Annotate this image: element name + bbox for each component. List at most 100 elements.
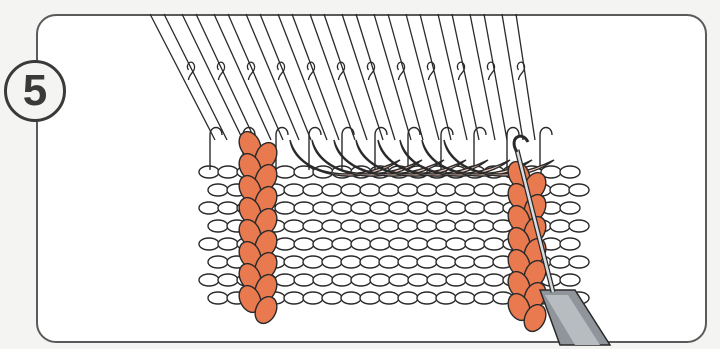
knit-stitch [199,166,219,178]
needle-line [452,14,479,140]
knit-stitch [341,220,361,232]
knit-stitch [484,274,504,286]
knit-stitch [322,256,342,268]
knit-stitch [417,184,437,196]
knit-stitch [284,256,304,268]
knit-stitch [560,238,580,250]
needle-line [214,14,271,140]
knit-stitch [474,184,494,196]
knit-stitch [560,202,580,214]
needle-latch [427,62,434,80]
knit-stitch [218,166,238,178]
knit-stitch [484,202,504,214]
knit-stitch [218,202,238,214]
knit-stitch [398,292,418,304]
knit-stitch [417,220,437,232]
knit-stitch [427,238,447,250]
knit-stitch [351,274,371,286]
machine-needles-icon [150,14,535,140]
knit-stitch [465,202,485,214]
knit-stitch [218,274,238,286]
knit-stitch [569,220,589,232]
needle-line [406,14,439,140]
knit-stitch [474,256,494,268]
knit-stitch [360,220,380,232]
knit-stitch [398,256,418,268]
knit-stitch [379,292,399,304]
knit-stitch [332,238,352,250]
knit-stitch [417,292,437,304]
knit-stitch [474,292,494,304]
needle-line [164,14,227,140]
knit-stitch [303,220,323,232]
knit-stitch [294,166,314,178]
knit-stitch [208,256,228,268]
knit-stitch [550,256,570,268]
needle-latch [217,62,224,80]
knit-stitch [389,238,409,250]
knit-stitch [465,274,485,286]
knit-stitch [379,220,399,232]
needle-line [324,14,367,140]
knit-stitch [398,220,418,232]
knit-stitch [322,292,342,304]
knit-stitch [389,202,409,214]
knit-stitch [560,166,580,178]
needle-latch [517,62,524,80]
knit-stitch [455,256,475,268]
knit-stitch [294,202,314,214]
knit-stitch [360,292,380,304]
knit-stitch [474,220,494,232]
knit-stitch [370,238,390,250]
knit-stitch [284,292,304,304]
needle-line [470,14,495,140]
knit-stitch [332,202,352,214]
knit-stitch [408,202,428,214]
knit-stitch [303,184,323,196]
knit-stitch [427,202,447,214]
needle-latch [367,62,374,80]
knit-stitch [199,274,219,286]
knit-stitch [436,220,456,232]
needle-latch [397,62,404,80]
knit-stitch [275,202,295,214]
knit-stitch [436,256,456,268]
knit-stitch [275,166,295,178]
knit-stitch [303,256,323,268]
knit-stitch [218,238,238,250]
knit-stitch [341,292,361,304]
knit-stitch [199,238,219,250]
knit-stitch [455,220,475,232]
knit-stitch [341,184,361,196]
needle-latch [187,62,194,80]
knit-stitch [455,184,475,196]
needle-line [438,14,467,140]
needle-latch [247,62,254,80]
knit-stitch [465,238,485,250]
knit-stitch [370,274,390,286]
needle-line [420,14,451,140]
knit-stitch [341,256,361,268]
knit-stitch [351,238,371,250]
knit-stitch [569,256,589,268]
knit-stitch [322,184,342,196]
knit-stitch [379,184,399,196]
knit-stitch [351,202,371,214]
knit-stitch [550,220,570,232]
knit-stitch [360,256,380,268]
knit-stitch [560,274,580,286]
knit-stitch [313,274,333,286]
knit-stitch [408,274,428,286]
knit-stitch [436,184,456,196]
needle-latch [457,62,464,80]
needle-line [228,14,283,140]
needle-line [246,14,299,140]
knit-stitch [446,274,466,286]
needle-line [182,14,243,140]
knit-stitch [484,238,504,250]
knit-stitch [208,184,228,196]
knit-stitch [208,292,228,304]
knit-stitch [199,202,219,214]
